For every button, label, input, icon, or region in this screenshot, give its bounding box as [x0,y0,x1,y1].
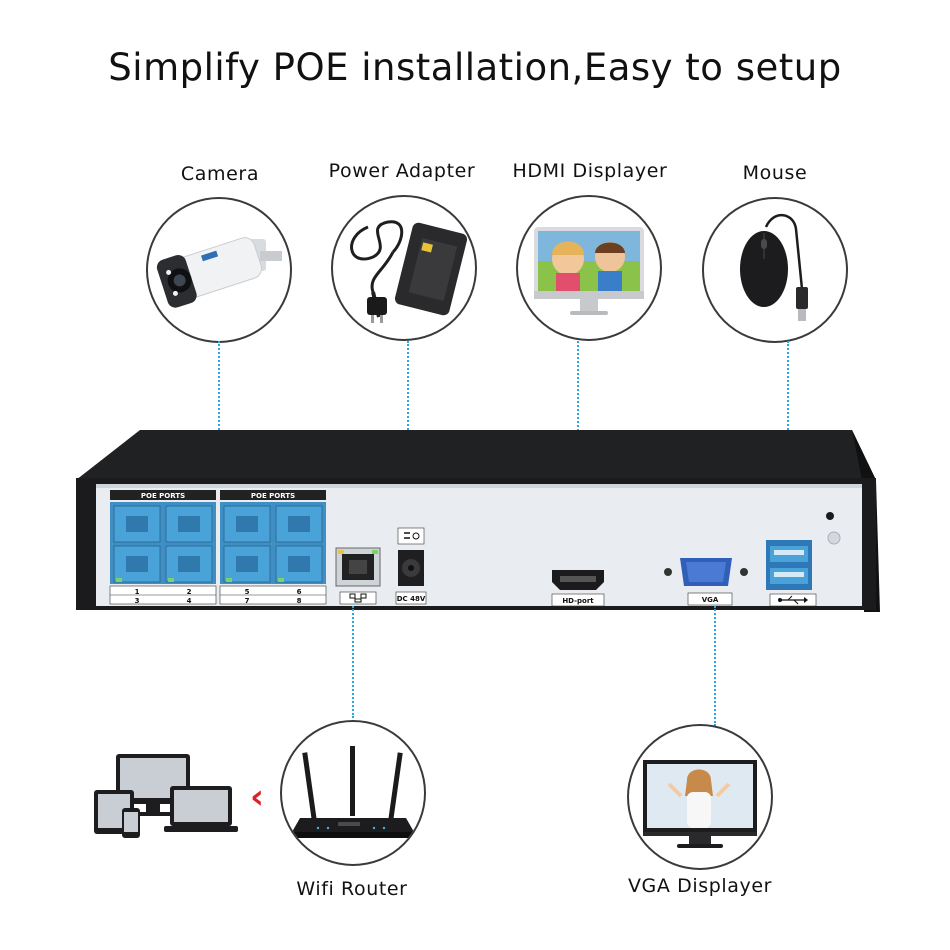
arrow-left-icon: ‹ [250,777,265,817]
hdmi-displayer-label: HDMI Displayer [512,160,668,182]
port-number-6: 6 [297,588,302,596]
screw-icon [827,531,841,545]
mouse-label: Mouse [742,162,808,184]
hdmi-port[interactable] [551,570,605,607]
vga-port[interactable] [664,558,748,606]
monitor-icon-vga [643,760,757,848]
camera-icon [156,237,282,308]
wifi-router-circle [280,720,426,866]
hdmi-label: HD-port [562,597,594,605]
port-number-1: 1 [135,588,140,596]
poe-label-left: POE PORTS [141,492,185,500]
page-title: Simplify POE installation,Easy to setup [108,46,842,89]
reset-button[interactable] [826,512,834,520]
dc-power-port[interactable] [395,527,427,605]
camera-label: Camera [180,163,260,185]
vga-displayer-label: VGA Displayer [627,875,773,897]
mouse-icon [740,214,808,321]
usb-ports[interactable] [766,540,817,607]
poe-label-right: POE PORTS [251,492,295,500]
hdmi-displayer-circle [516,195,662,341]
poe-ports-right[interactable] [220,502,326,584]
lan-icon [339,591,377,605]
dc-label: DC 48V [397,595,426,603]
nvr-top [76,430,876,480]
port-number-7: 7 [245,597,250,605]
router-icon [292,746,414,838]
power-adapter-circle [331,195,477,341]
port-number-2: 2 [187,588,192,596]
router-connector [352,606,354,718]
vga-connector [714,606,716,726]
lan-port[interactable] [335,547,381,587]
poe-ports-left[interactable] [110,502,216,584]
mouse-circle [702,197,848,343]
power-adapter-icon [350,220,468,323]
wifi-router-label: Wifi Router [296,878,408,900]
vga-label: VGA [702,596,719,604]
usb-icon [778,595,808,605]
multi-device-icon [94,754,238,838]
camera-connector [218,341,220,501]
power-adapter-label: Power Adapter [328,160,476,182]
port-number-8: 8 [297,597,302,605]
port-number-5: 5 [245,588,250,596]
port-number-3: 3 [135,597,140,605]
vga-displayer-circle [627,724,773,870]
port-number-4: 4 [187,597,192,605]
monitor-icon [534,227,644,315]
